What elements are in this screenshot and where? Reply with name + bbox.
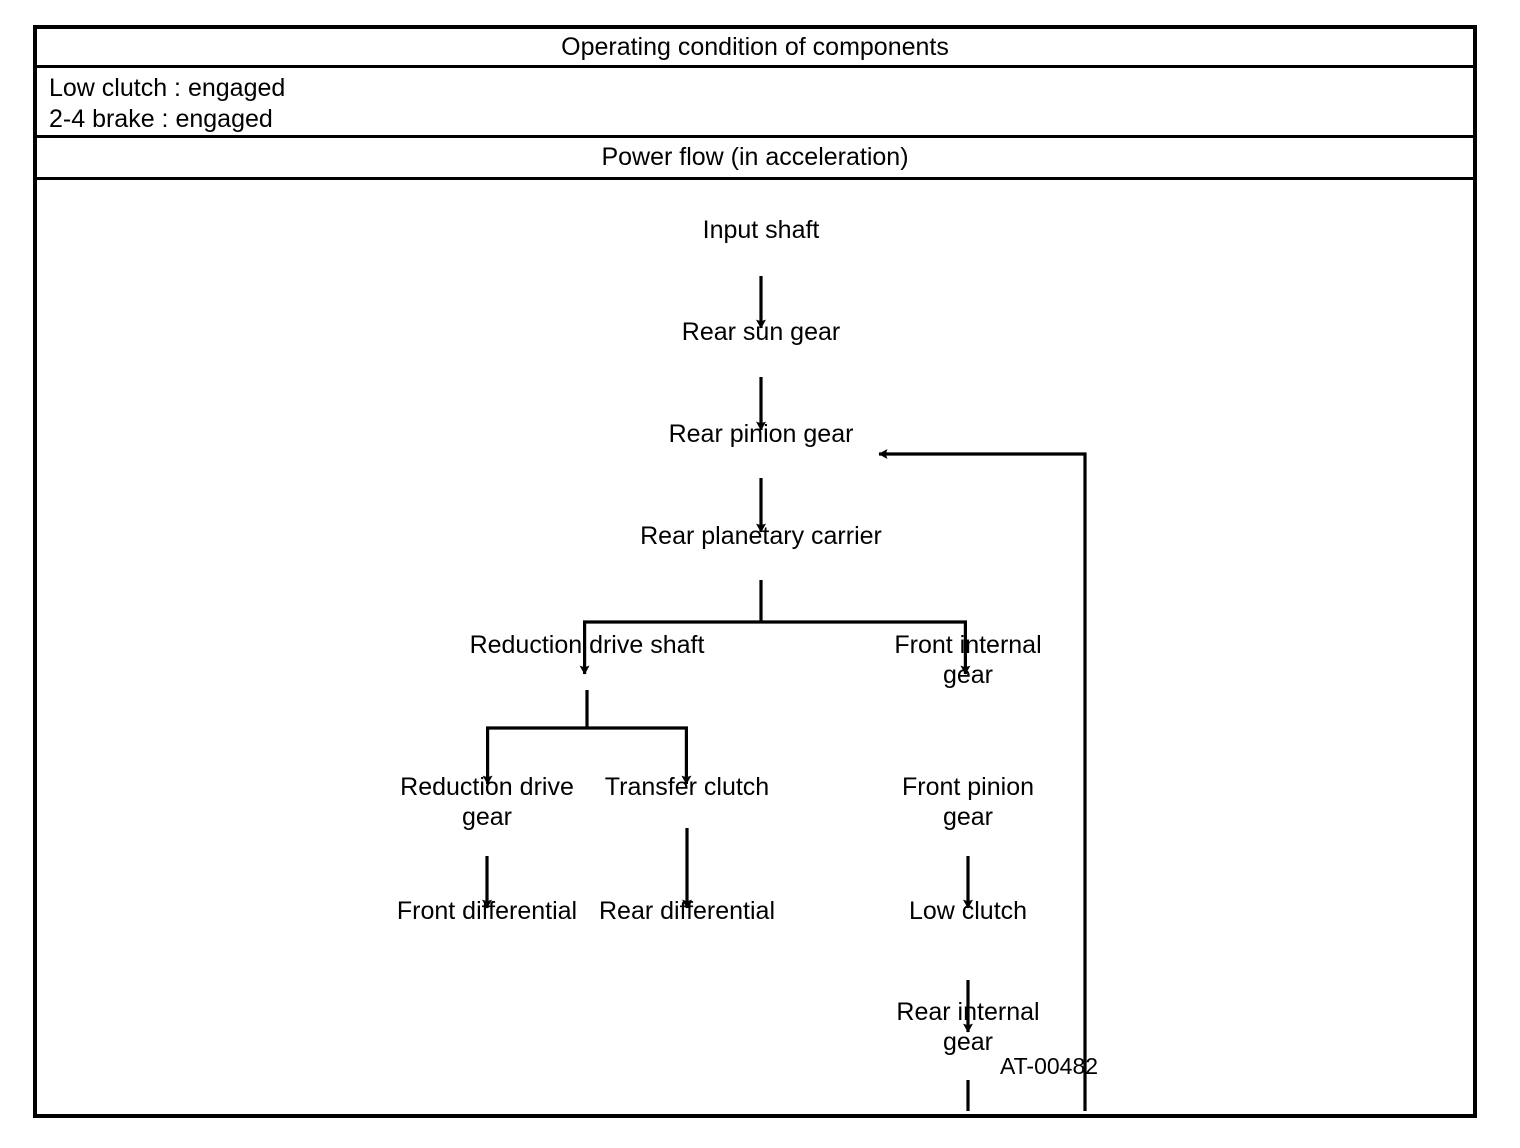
flowchart-svg: Input shaft Rear sun gear Rear pinion ge… (397, 216, 1098, 1111)
node-input-shaft: Input shaft (703, 216, 820, 244)
table-title-row: Operating condition of components (37, 29, 1473, 68)
node-rear-sun-gear: Rear sun gear (682, 318, 840, 346)
power-flow-diagram: Input shaft Rear sun gear Rear pinion ge… (37, 180, 1473, 1111)
condition-low-clutch: Low clutch : engaged (49, 74, 286, 102)
node-rear-planetary-carrier: Rear planetary carrier (640, 522, 882, 550)
node-rear-differential: Rear differential (599, 897, 775, 925)
node-rear-internal-gear-line1: Rear internal (896, 998, 1039, 1026)
operating-condition-table: Operating condition of components Low cl… (33, 25, 1477, 1118)
node-front-pinion-gear-line2: gear (943, 803, 993, 831)
node-transfer-clutch: Transfer clutch (605, 773, 769, 801)
conditions-row: Low clutch : engaged 2-4 brake : engaged (37, 68, 1473, 138)
node-low-clutch: Low clutch (909, 897, 1027, 925)
power-flow-title: Power flow (in acceleration) (601, 143, 909, 171)
node-reduction-drive-gear-line1: Reduction drive (400, 773, 574, 801)
figure-code-label: AT-00482 (1000, 1053, 1098, 1079)
node-front-internal-gear-line1: Front internal (894, 631, 1041, 659)
node-front-differential: Front differential (397, 897, 577, 925)
page-title: Operating condition of components (561, 32, 949, 61)
node-front-pinion-gear-line1: Front pinion (902, 773, 1034, 801)
node-rear-internal-gear-line2: gear (943, 1028, 993, 1056)
condition-2-4-brake: 2-4 brake : engaged (49, 105, 273, 133)
node-reduction-drive-gear-line2: gear (462, 803, 512, 831)
node-reduction-drive-shaft: Reduction drive shaft (470, 631, 705, 659)
node-front-internal-gear-line2: gear (943, 661, 993, 689)
node-rear-pinion-gear: Rear pinion gear (669, 420, 854, 448)
power-flow-title-row: Power flow (in acceleration) (37, 138, 1473, 180)
edge-rear-internal-gear-feedback-to-rear-pinion-gear (878, 449, 1087, 1111)
